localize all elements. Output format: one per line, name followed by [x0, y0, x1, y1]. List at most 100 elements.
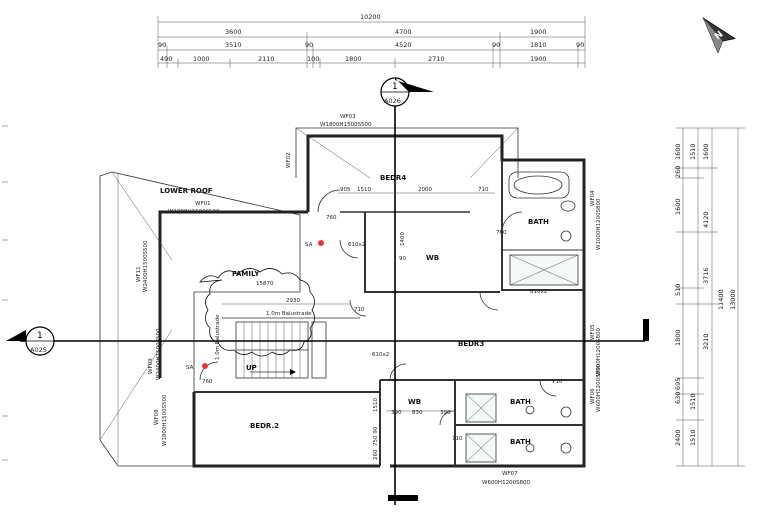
dim-top-row1-b: 4700 [395, 28, 412, 36]
dim-610x2-b: 610x2 [530, 289, 547, 295]
window-wf03-size: W1800H1500S500 [320, 122, 372, 128]
window-wf08: WF08 [154, 409, 160, 425]
dim-top-row1-a: 3600 [225, 28, 242, 36]
dim-2930: 2930 [286, 298, 300, 304]
dim-760-a: 760 [326, 215, 337, 221]
section-left-ref: A025 [30, 346, 47, 354]
dim-610x2-c: 610x2 [372, 352, 389, 358]
section-top-number: 1 [392, 82, 398, 92]
window-wf11-size: W2400H1500S500 [143, 240, 149, 292]
top-dimension-chains: 10200 3600 4700 1900 90 3510 90 4520 90 … [157, 13, 586, 68]
room-bedr3: BEDR3 [458, 340, 484, 348]
section-cut-lines [20, 92, 649, 505]
interior-walls [194, 160, 584, 466]
dim-top-row2-a: 90 [158, 41, 166, 49]
dim-right2-b: 4120 [702, 211, 710, 228]
dim-1510-v: 1510 [373, 398, 379, 412]
dim-top-row3-e: 1800 [345, 55, 362, 63]
lower-roof-label: LOWER ROOF [160, 187, 213, 195]
window-wf09: WF09 [148, 358, 154, 374]
balustrade-left-label: 1.0m Balustrade [215, 314, 221, 360]
room-bedr2: BEDR.2 [250, 422, 279, 430]
stair-up-label: UP [246, 364, 257, 372]
dim-right1-e: 1800 [674, 329, 682, 346]
dim-710-c: 710 [552, 379, 563, 385]
dim-right1-h: 2400 [674, 429, 682, 446]
room-bath-low: BATH [510, 438, 531, 446]
window-wf03: WF03 [340, 114, 356, 120]
dim-1510: 1510 [357, 187, 371, 193]
dim-right1-f: 695 [674, 378, 682, 390]
smoke-alarm-1: SA [305, 240, 324, 248]
dim-top-row3-g: 1900 [530, 55, 547, 63]
smoke-alarm-2-label: SA [186, 365, 194, 371]
dim-top-total: 10200 [360, 13, 381, 21]
dim-right2-d: 1510 [689, 393, 697, 410]
window-wf05-size: W900H1200S800 [596, 327, 602, 376]
dim-905: 905 [340, 187, 351, 193]
dim-right2-a: 1510 [689, 143, 697, 160]
bath-top-fixtures [508, 171, 579, 286]
window-wf06-size: W600H1200S800 [596, 363, 602, 412]
dim-right1-g: 630 [674, 392, 682, 404]
revision-cloud [199, 268, 315, 357]
smoke-alarm-1-label: SA [305, 242, 313, 248]
dim-right3-b: 3716 [702, 267, 710, 284]
balustrade-label: 1.0m Balustrade [266, 311, 312, 317]
dim-top-row2-c: 90 [305, 41, 313, 49]
dim-750: 750 90 [373, 426, 379, 446]
dim-760-c: 760 [202, 379, 213, 385]
section-marker-top: 1 A026 [380, 77, 434, 107]
dim-top-row2-d: 4520 [395, 41, 412, 49]
dim-710-a: 710 [478, 187, 489, 193]
room-wb-lower: WB [408, 398, 421, 406]
bath-lower-fixtures [465, 393, 572, 463]
dim-760-b: 760 [496, 230, 507, 236]
dim-top-row2-b: 3510 [225, 41, 242, 49]
window-wf07: WF07 [502, 471, 518, 477]
dim-2000: 2000 [418, 187, 432, 193]
right-dimension-chains: 1600 260 1600 510 1800 695 630 2400 1510… [674, 127, 745, 467]
window-wf04-size: W1000H1200S800 [596, 198, 602, 250]
window-wf07-size: W600H1200S800 [482, 480, 531, 486]
dim-top-row3-b: 1000 [193, 55, 210, 63]
dim-right-total: 13000 [729, 289, 737, 310]
dim-top-row3-f: 2710 [428, 55, 445, 63]
dim-top-row3-d: 100 [307, 55, 319, 63]
dim-390-b: 390 [440, 410, 451, 416]
dim-390-a: 390 [391, 410, 402, 416]
dim-right3-a: 1600 [702, 143, 710, 160]
room-bath-top: BATH [528, 218, 549, 226]
dim-top-row3-c: 2110 [258, 55, 275, 63]
dim-top-row3-a: 490 [160, 55, 172, 63]
dim-260: 260 [373, 449, 379, 460]
room-wb-upper: WB [426, 254, 439, 262]
room-family: FAMILY [232, 270, 260, 278]
smoke-alarm-2: SA [186, 363, 208, 371]
section-marker-left: 1 A025 [6, 326, 55, 356]
window-wf05: WF05 [590, 324, 596, 340]
dim-top-row2-e: 90 [492, 41, 500, 49]
window-wf02: WF02 [286, 152, 292, 168]
dim-90: 90 [399, 256, 406, 262]
dim-710-d: 710 [452, 436, 463, 442]
window-wf08-size: W1800H1500S500 [162, 394, 168, 446]
dim-610x2-a: 610x2 [348, 242, 365, 248]
section-top-ref: A026 [384, 97, 401, 105]
window-wf06: WF06 [590, 388, 596, 404]
dim-right1-d: 510 [674, 284, 682, 296]
dim-1400: 1400 [400, 232, 406, 246]
exterior-walls [158, 134, 586, 468]
dim-right1-a: 1600 [674, 143, 682, 160]
dim-right2-e: 1510 [689, 429, 697, 446]
dim-right3-c: 11400 [717, 289, 725, 310]
room-bath-mid: BATH [510, 398, 531, 406]
window-wf04: WF04 [590, 190, 596, 206]
window-wf09-size: W2400H1500S500 [156, 328, 162, 380]
dim-right1-b: 260 [674, 166, 682, 178]
dim-1587: 15870 [256, 281, 274, 287]
dim-right2-c: 3210 [702, 333, 710, 350]
dim-top-row1-c: 1900 [530, 28, 547, 36]
dim-top-row2-f: 1810 [530, 41, 547, 49]
dim-top-row2-g: 90 [576, 41, 584, 49]
